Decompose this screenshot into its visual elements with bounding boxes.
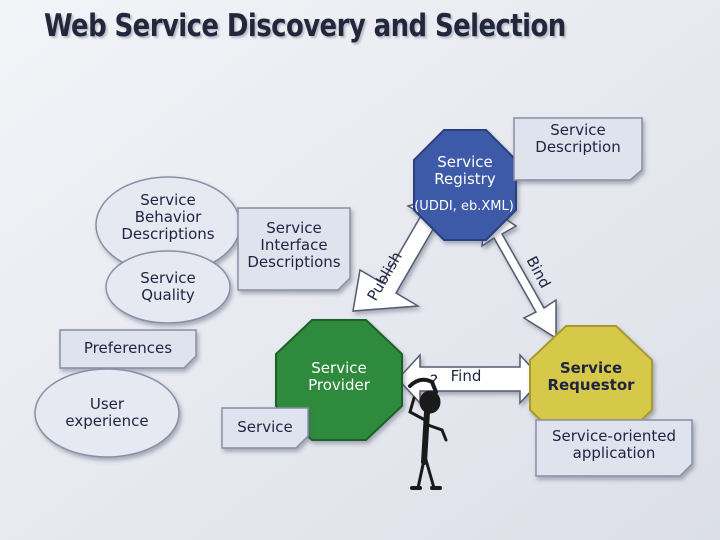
registry-line1: Service bbox=[437, 153, 493, 171]
question-mark: ? bbox=[429, 371, 439, 390]
slide-title: Web Service Discovery and Selection bbox=[44, 8, 566, 44]
quality-line1: Service bbox=[140, 269, 196, 287]
soa-application-line1: Service-oriented bbox=[551, 427, 676, 445]
registry-label: Service Registry bbox=[414, 154, 516, 188]
preferences-label: Preferences bbox=[83, 339, 173, 357]
provider-label: Service Provider bbox=[276, 360, 402, 394]
requestor-label: Service Requestor bbox=[530, 360, 652, 394]
interface-line3: Descriptions bbox=[247, 252, 341, 271]
behavior-line3: Descriptions bbox=[121, 224, 215, 243]
behavior-label: Service Behavior Descriptions bbox=[96, 192, 240, 242]
soa-application-line2: application bbox=[572, 443, 656, 462]
service-note bbox=[221, 407, 309, 449]
requestor-line1: Service bbox=[559, 359, 623, 377]
registry-octagon bbox=[413, 129, 517, 241]
service-description-line1: Service bbox=[550, 121, 606, 139]
quality-label: Service Quality bbox=[106, 270, 230, 304]
user-experience-line2: experience bbox=[65, 411, 149, 430]
requestor-line2: Requestor bbox=[547, 375, 635, 394]
interface-note bbox=[237, 207, 351, 291]
interface-label: Service Interface Descriptions bbox=[232, 220, 356, 270]
behavior-line1: Service bbox=[140, 191, 196, 209]
provider-line1: Service bbox=[311, 359, 367, 377]
service-description-note bbox=[513, 117, 643, 181]
service-description-label: Service Description bbox=[514, 122, 642, 156]
thinking-person-icon bbox=[408, 377, 448, 490]
soa-application-note bbox=[535, 419, 693, 477]
user-experience-ellipse bbox=[34, 368, 180, 458]
preferences-note bbox=[59, 329, 197, 369]
behavior-line2: Behavior bbox=[134, 207, 202, 226]
quality-line2: Quality bbox=[141, 285, 195, 304]
user-experience-line1: User bbox=[89, 395, 125, 413]
interface-line2: Interface bbox=[260, 235, 328, 254]
user-experience-label: User experience bbox=[35, 396, 179, 430]
provider-line2: Provider bbox=[308, 375, 370, 394]
find-label: Find bbox=[450, 367, 482, 385]
interface-line1: Service bbox=[266, 219, 322, 237]
quality-ellipse bbox=[105, 250, 231, 324]
registry-line3: (UDDI, eb.XML) bbox=[414, 199, 514, 214]
registry-line2: Registry bbox=[434, 169, 496, 188]
service-description-line2: Description bbox=[535, 137, 621, 156]
soa-application-label: Service-oriented application bbox=[536, 428, 692, 462]
service-label: Service bbox=[237, 418, 293, 436]
